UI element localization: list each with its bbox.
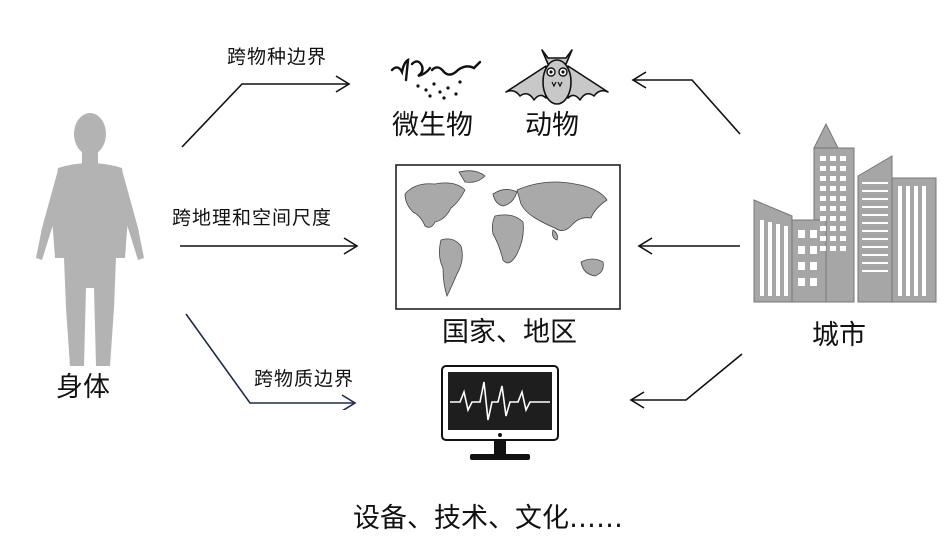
animal-label: 动物 <box>525 110 579 141</box>
map-label: 国家、地区 <box>442 317 577 348</box>
arrow-top <box>181 75 351 148</box>
arrow-city-top <box>631 71 741 135</box>
arrow-middle-label: 跨地理和空间尺度 <box>172 207 333 229</box>
arrow-top-label: 跨物种边界 <box>227 46 328 68</box>
microbe-label: 微生物 <box>392 110 473 141</box>
bat-icon <box>505 49 609 105</box>
arrow-city-bottom <box>629 353 743 409</box>
device-label: 设备、技术、文化…… <box>353 503 623 534</box>
world-map-icon <box>395 164 621 310</box>
arrow-bottom <box>185 313 357 410</box>
arrow-bottom-label: 跨物质边界 <box>254 368 355 390</box>
monitor-icon <box>441 365 559 460</box>
arrow-middle <box>180 237 359 255</box>
microbe-icon <box>390 57 482 100</box>
city-label: 城市 <box>812 320 866 351</box>
city-icon <box>753 122 937 303</box>
body-label: 身体 <box>56 372 110 403</box>
human-figure-icon <box>36 113 144 366</box>
arrow-city-middle <box>637 237 740 255</box>
